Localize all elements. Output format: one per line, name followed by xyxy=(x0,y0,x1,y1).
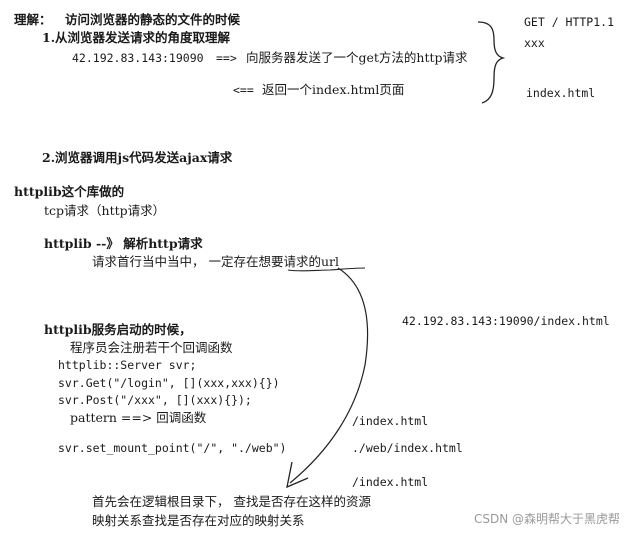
code-line5: svr.set_mount_point("/", "./web") xyxy=(58,441,287,455)
heading-label: 理解： xyxy=(14,12,52,27)
request-line2: xxx xyxy=(524,36,545,50)
arrow-right: ==> xyxy=(216,51,237,65)
curved-arrow-head xyxy=(286,461,309,489)
code-line2: svr.Get("/login", [](xxx,xxx){}) xyxy=(58,376,280,390)
path-2: ./web/index.html xyxy=(352,441,463,455)
code-line1: httplib::Server svr; xyxy=(58,358,197,372)
code-line4: pattern ==> 回调函数 xyxy=(70,410,207,425)
request-line3: index.html xyxy=(526,86,596,100)
httplib-startup: httplib服务启动的时候， xyxy=(44,322,192,337)
arrow-left: <== xyxy=(233,83,254,97)
httplib-register: 程序员会注册若干个回调函数 xyxy=(70,340,233,355)
request-first-line: 请求首行当中当中， 一定存在想要请求的url xyxy=(92,254,339,269)
heading-title: 访问浏览器的静态的文件的时候 xyxy=(65,12,241,27)
path-3: /index.html xyxy=(352,475,429,489)
httplib-parse: httplib --》 解析http请求 xyxy=(44,236,203,251)
request-text: 向服务器发送了一个get方法的http请求 xyxy=(246,50,468,65)
full-url: 42.192.83.143:19090/index.html xyxy=(402,314,610,328)
footer-line2: 映射关系查找是否存在对应的映射关系 xyxy=(92,513,305,528)
path-1: /index.html xyxy=(352,414,429,428)
section1-title: 1.从浏览器发送请求的角度取理解 xyxy=(42,30,231,45)
brace-stroke xyxy=(477,21,506,104)
httplib-tcp: tcp请求（http请求） xyxy=(44,203,166,218)
response-text: 返回一个index.html页面 xyxy=(262,82,405,97)
code-line3: svr.Post("/xxx", [](xxx){}); xyxy=(58,393,252,407)
server-address: 42.192.83.143:19090 xyxy=(72,51,204,65)
section2-title: 2.浏览器调用js代码发送ajax请求 xyxy=(42,150,233,165)
csdn-watermark: CSDN @森明帮大于黑虎帮 xyxy=(474,512,621,526)
footer-line1: 首先会在逻辑根目录下， 查找是否存在这样的资源 xyxy=(92,494,371,509)
request-line1: GET / HTTP1.1 xyxy=(524,15,615,29)
httplib-intro: httplib这个库做的 xyxy=(14,184,125,199)
